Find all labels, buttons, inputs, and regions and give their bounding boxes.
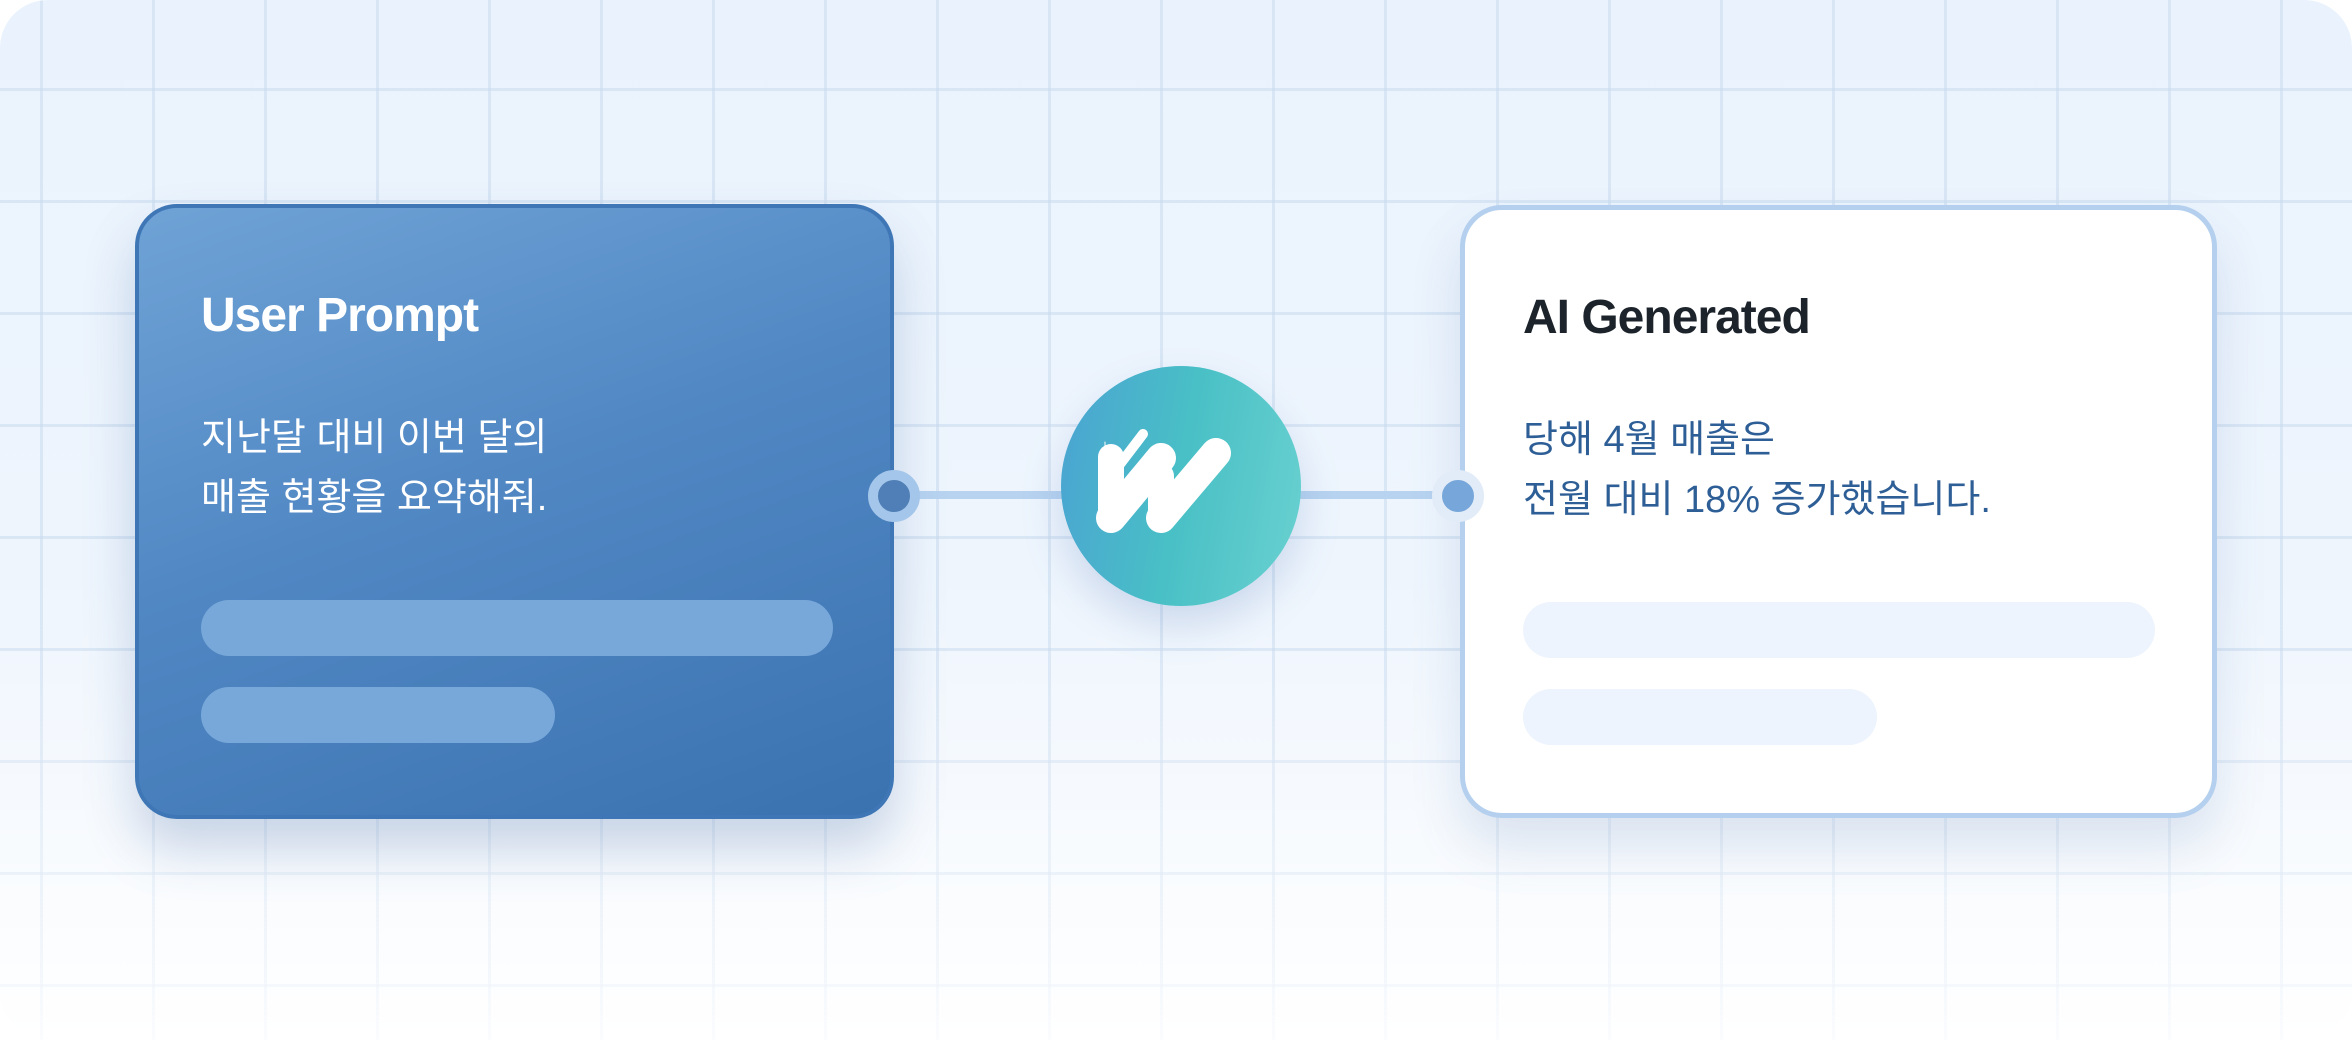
user-prompt-line: 지난달 대비 이번 달의 <box>201 417 548 459</box>
ai-generated-text: 당해 4월 매출은 전월 대비 18% 증가했습니다. <box>1523 410 1991 530</box>
connector-line-right <box>1290 491 1440 499</box>
placeholder-bar <box>1523 602 2155 658</box>
ai-generated-title: AI Generated <box>1523 291 1811 344</box>
ai-generated-card: AI Generated 당해 4월 매출은 전월 대비 18% 증가했습니다. <box>1460 205 2217 818</box>
connector-line-left <box>910 491 1070 499</box>
connector-node-right <box>1432 470 1484 522</box>
placeholder-bar <box>1523 689 1877 745</box>
user-prompt-line: 매출 현황을 요약해줘. <box>201 477 548 519</box>
connector-node-left <box>868 470 920 522</box>
w-logo-icon <box>1096 429 1231 533</box>
ai-generated-line: 당해 4월 매출은 <box>1523 419 1776 461</box>
ai-generated-line: 전월 대비 18% 증가했습니다. <box>1523 479 1991 521</box>
user-prompt-text: 지난달 대비 이번 달의 매출 현황을 요약해줘. <box>201 408 547 528</box>
user-prompt-title: User Prompt <box>201 289 479 342</box>
placeholder-bar <box>201 687 555 743</box>
placeholder-bar <box>201 600 833 656</box>
ai-hub <box>1061 366 1301 606</box>
user-prompt-card: User Prompt 지난달 대비 이번 달의 매출 현황을 요약해줘. <box>135 204 894 819</box>
